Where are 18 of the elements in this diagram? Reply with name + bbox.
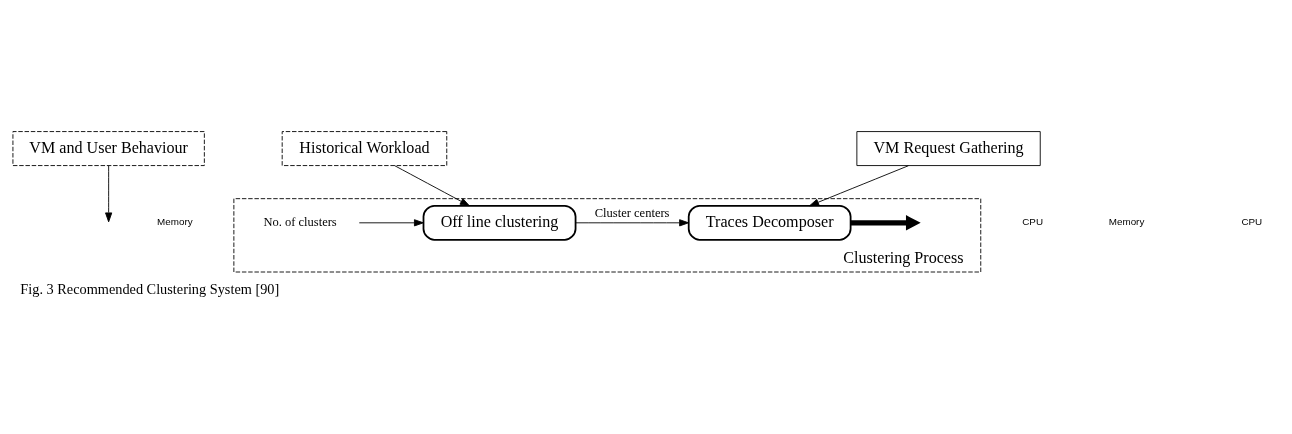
node-box: Traces Decomposer	[687, 204, 852, 241]
label: Memory	[157, 216, 193, 228]
node-box: VM and User Behaviour	[12, 131, 205, 166]
node-box: VM Request Gathering	[856, 131, 1041, 166]
edge-label: Cluster centers	[594, 205, 670, 220]
label: CPU	[1022, 216, 1044, 228]
arrow	[809, 165, 909, 207]
arrow	[850, 215, 921, 231]
arrow	[358, 219, 424, 227]
node-text: No. of clusters	[263, 215, 337, 230]
arrow	[394, 165, 470, 207]
arrow	[575, 219, 689, 227]
node-box: Historical Workload	[281, 131, 448, 166]
label: Memory	[1108, 216, 1145, 228]
node-box: Off line clustering	[422, 204, 577, 241]
caption: Fig. 3 Recommended Clustering System [90]	[20, 281, 280, 298]
label: CPU	[1241, 216, 1263, 228]
arrow	[105, 165, 113, 223]
